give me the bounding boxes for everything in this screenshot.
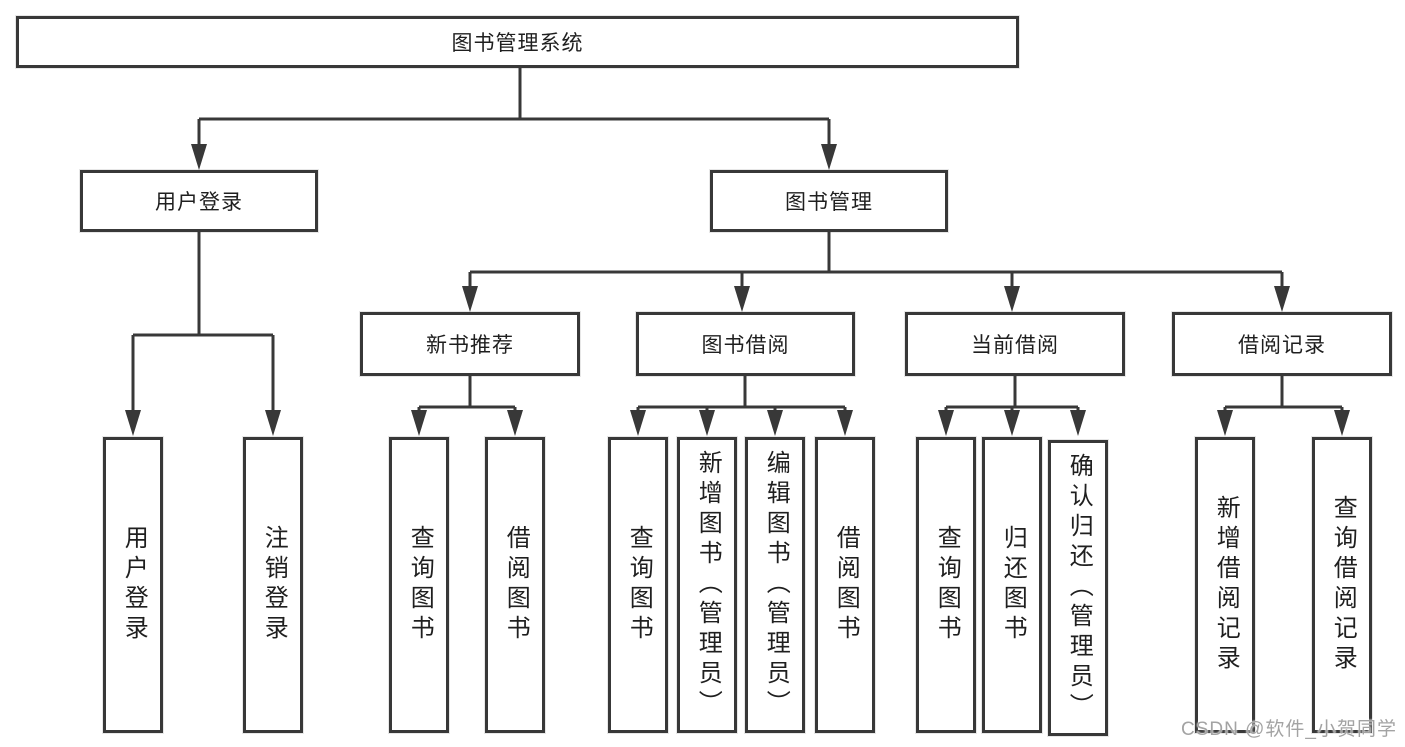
arrow-icon <box>462 286 478 312</box>
arrow-icon <box>125 410 141 436</box>
arrow-icon <box>938 410 954 436</box>
leaf-recommend-query-books: 查询图书 <box>389 437 449 733</box>
tree-edges <box>131 68 1344 412</box>
leaf-borrow-query-books: 查询图书 <box>608 437 668 733</box>
arrow-icon <box>191 144 207 170</box>
arrow-icon <box>630 410 646 436</box>
leaf-edit-books-admin: 编辑图书（管理员） <box>745 437 805 733</box>
leaf-add-books-admin: 新增图书（管理员） <box>677 437 737 733</box>
arrowheads <box>125 144 1350 436</box>
leaf-add-borrow-record: 新增借阅记录 <box>1195 437 1255 733</box>
node-borrow-records: 借阅记录 <box>1172 312 1392 376</box>
arrow-icon <box>1004 286 1020 312</box>
node-book-borrow: 图书借阅 <box>636 312 855 376</box>
leaf-borrow-books: 借阅图书 <box>815 437 875 733</box>
arrow-icon <box>699 410 715 436</box>
leaf-return-books: 归还图书 <box>982 437 1042 733</box>
csdn-watermark: CSDN @软件_小贺同学 <box>1181 719 1397 740</box>
arrow-icon <box>507 410 523 436</box>
leaf-query-borrow-record: 查询借阅记录 <box>1312 437 1372 733</box>
leaf-logout: 注销登录 <box>243 437 303 733</box>
node-library-system: 图书管理系统 <box>16 16 1019 68</box>
arrow-icon <box>1217 410 1233 436</box>
arrow-icon <box>1004 410 1020 436</box>
arrow-icon <box>767 410 783 436</box>
arrow-icon <box>265 410 281 436</box>
arrow-icon <box>1070 410 1086 436</box>
arrow-icon <box>821 144 837 170</box>
arrow-icon <box>837 410 853 436</box>
arrow-icon <box>1334 410 1350 436</box>
leaf-recommend-borrow-books: 借阅图书 <box>485 437 545 733</box>
node-current-borrow: 当前借阅 <box>905 312 1125 376</box>
node-new-book-recommend: 新书推荐 <box>360 312 580 376</box>
arrow-icon <box>1274 286 1290 312</box>
leaf-confirm-return-admin: 确认归还（管理员） <box>1048 440 1108 736</box>
leaf-user-login: 用户登录 <box>103 437 163 733</box>
leaf-current-query-books: 查询图书 <box>916 437 976 733</box>
node-book-management: 图书管理 <box>710 170 948 232</box>
arrow-icon <box>734 286 750 312</box>
node-user-login: 用户登录 <box>80 170 318 232</box>
arrow-icon <box>411 410 427 436</box>
